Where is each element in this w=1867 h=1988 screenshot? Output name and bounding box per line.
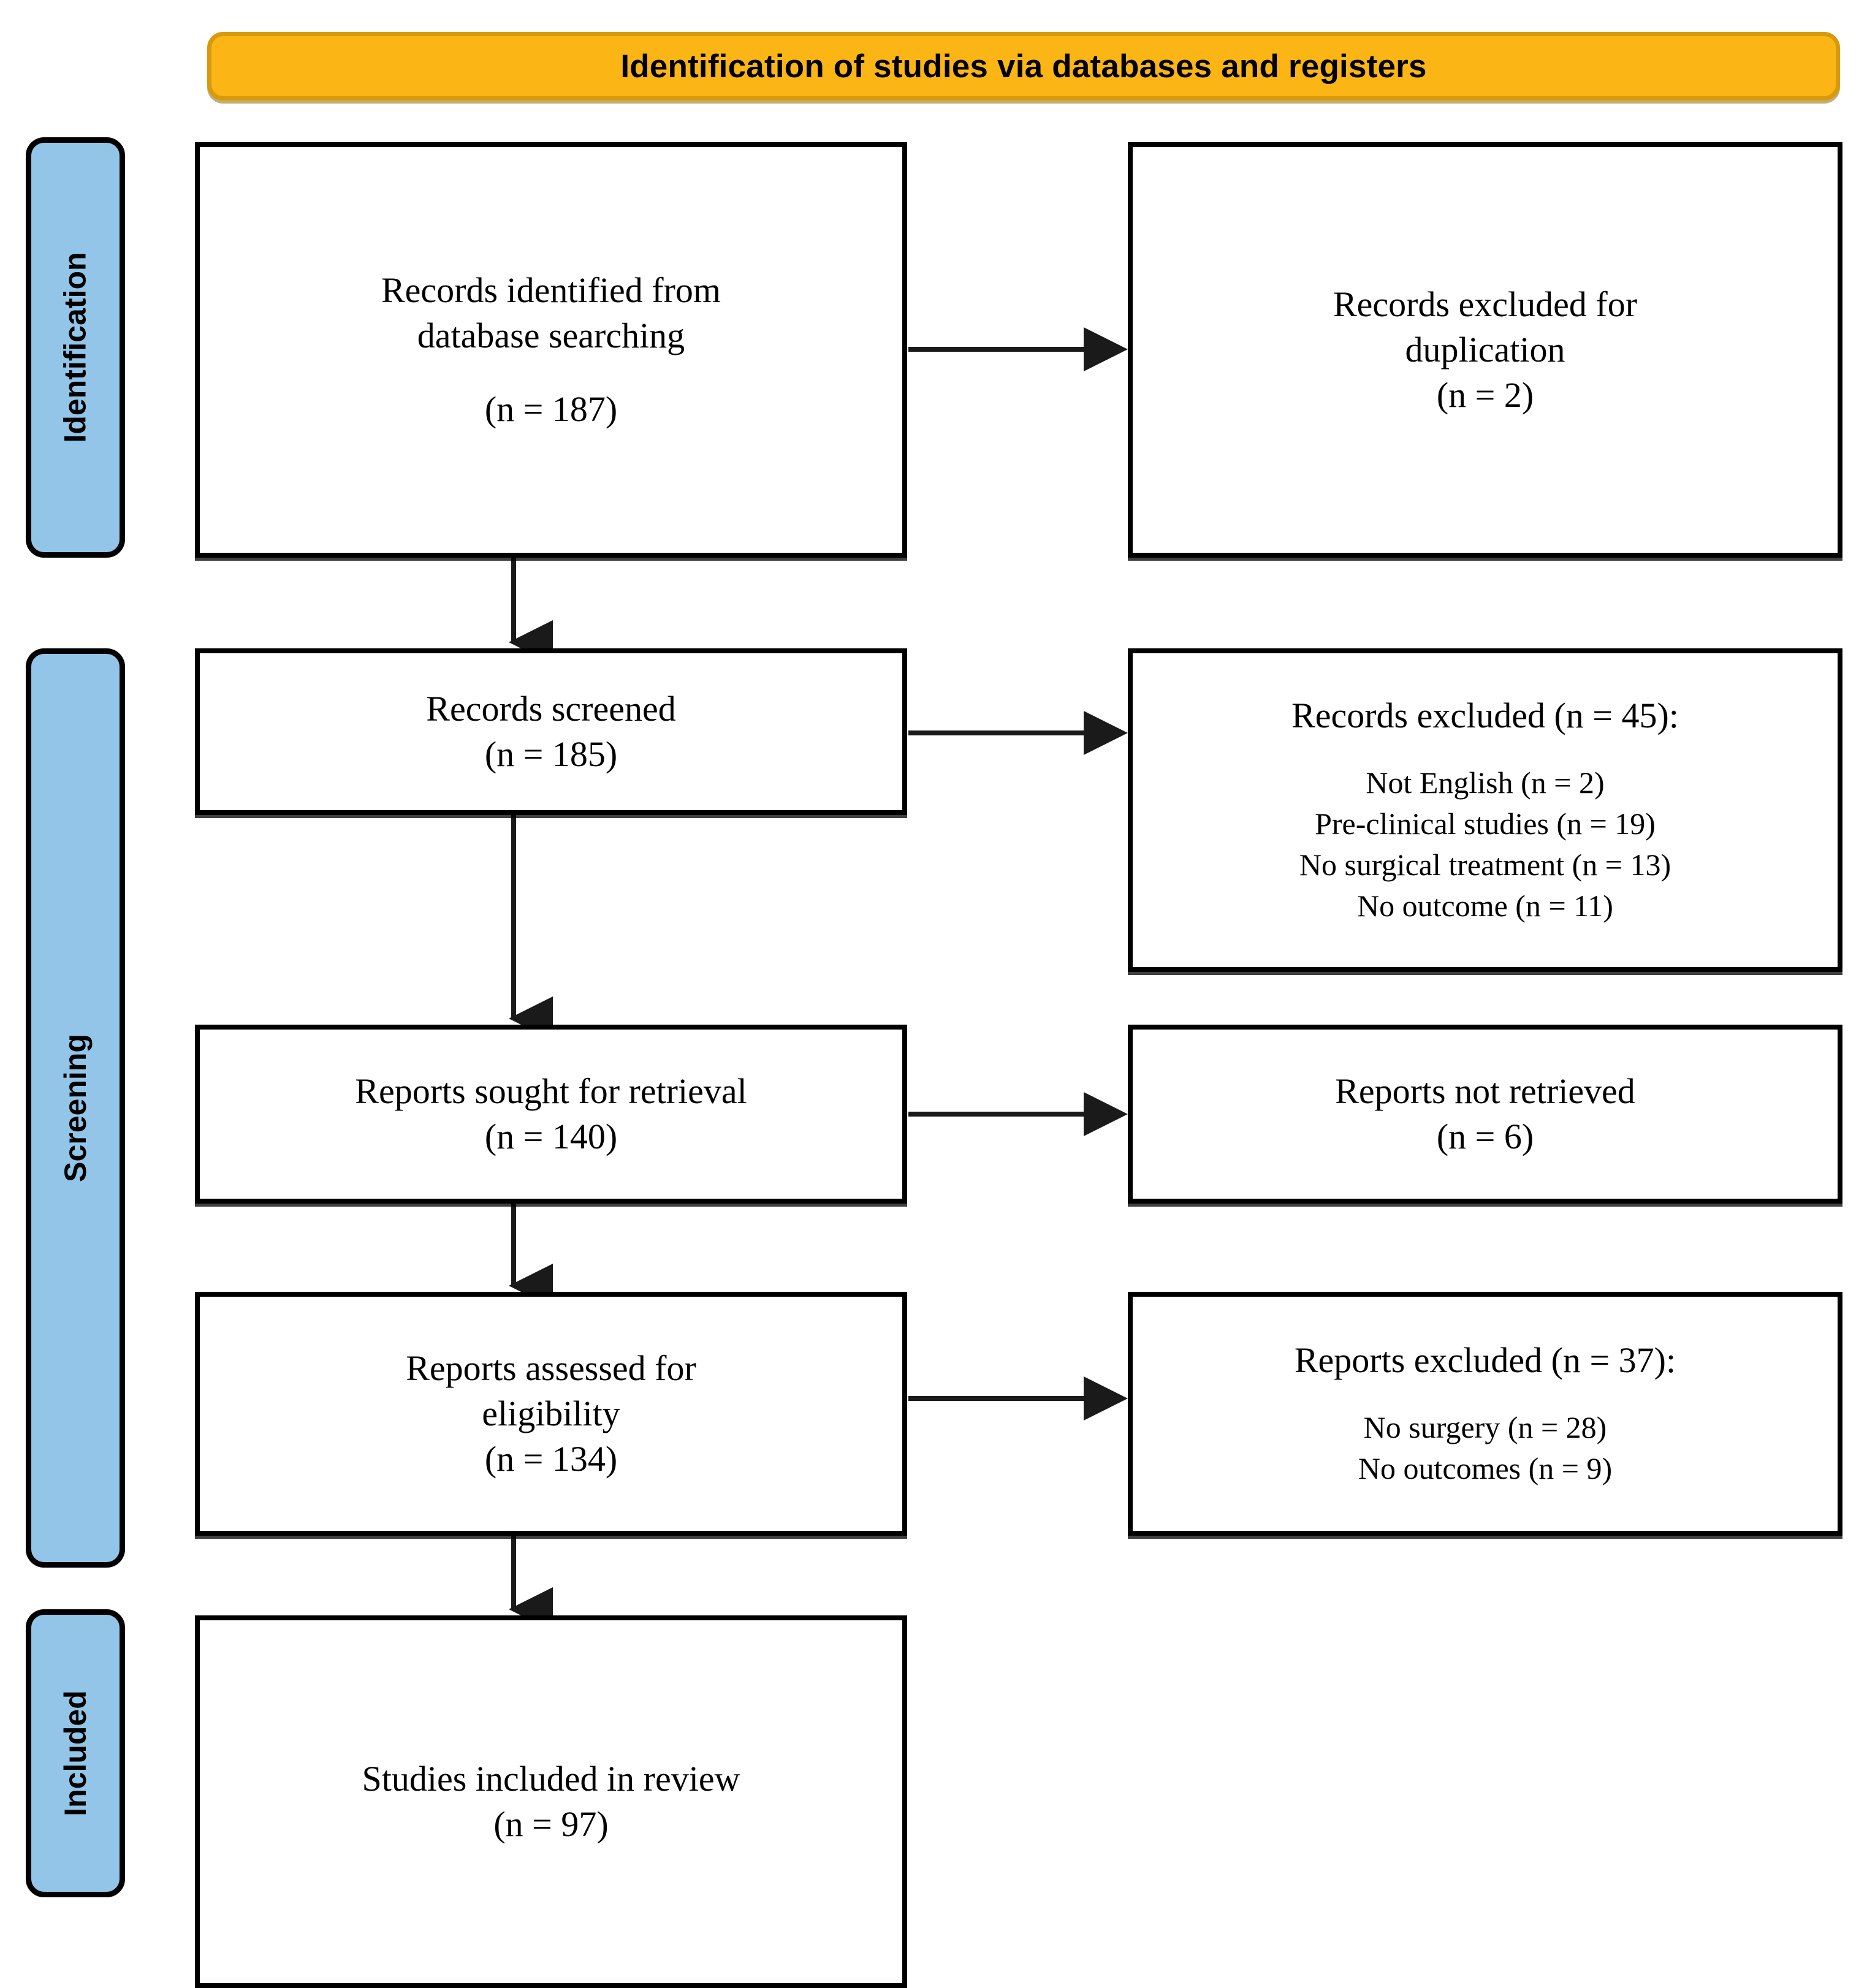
box-studies-included-line1: Studies included in review bbox=[362, 1758, 740, 1799]
box-reports-not-retrieved-line1: Reports not retrieved bbox=[1335, 1071, 1635, 1111]
box-reports-assessed-line1: Reports assessed for bbox=[406, 1348, 696, 1388]
reason-item: No surgery (n = 28) bbox=[1363, 1410, 1607, 1445]
box-reports-excluded: Reports excluded (n = 37): No surgery (n… bbox=[1128, 1292, 1842, 1536]
diagram-header-banner: Identification of studies via databases … bbox=[207, 32, 1840, 101]
box-studies-included-count: (n = 97) bbox=[493, 1804, 609, 1844]
box-records-screened-count: (n = 185) bbox=[484, 734, 618, 774]
box-reports-sought: Reports sought for retrieval (n = 140) bbox=[195, 1025, 907, 1204]
box-records-identified-line1: Records identified from bbox=[381, 270, 721, 310]
box-records-screened: Records screened (n = 185) bbox=[195, 648, 907, 815]
reason-item: Not English (n = 2) bbox=[1366, 765, 1605, 800]
box-records-excluded-duplication-line1: Records excluded for bbox=[1333, 284, 1638, 324]
reason-item: No surgical treatment (n = 13) bbox=[1299, 848, 1671, 882]
stage-label-included-text: Included bbox=[58, 1690, 93, 1816]
reason-item: No outcomes (n = 9) bbox=[1358, 1451, 1613, 1486]
box-reports-assessed: Reports assessed for eligibility (n = 13… bbox=[195, 1292, 907, 1536]
box-reports-sought-count: (n = 140) bbox=[484, 1117, 618, 1156]
stage-label-screening: Screening bbox=[26, 648, 125, 1568]
box-records-excluded-heading: Records excluded (n = 45): bbox=[1291, 695, 1679, 735]
box-reports-excluded-heading: Reports excluded (n = 37): bbox=[1294, 1340, 1676, 1380]
box-records-identified: Records identified from database searchi… bbox=[195, 142, 907, 558]
stage-label-included: Included bbox=[26, 1609, 125, 1897]
box-records-excluded-duplication: Records excluded for duplication (n = 2) bbox=[1128, 142, 1842, 558]
box-reports-assessed-count: (n = 134) bbox=[484, 1439, 618, 1479]
box-records-screened-line1: Records screened bbox=[426, 688, 676, 729]
box-records-excluded-reasons: Not English (n = 2) Pre-clinical studies… bbox=[1299, 762, 1671, 927]
diagram-title: Identification of studies via databases … bbox=[620, 48, 1427, 85]
box-records-excluded: Records excluded (n = 45): Not English (… bbox=[1128, 648, 1842, 972]
box-studies-included: Studies included in review (n = 97) bbox=[195, 1615, 907, 1988]
stage-label-identification: Identification bbox=[26, 137, 125, 558]
stage-label-screening-text: Screening bbox=[58, 1034, 93, 1182]
stage-label-identification-text: Identification bbox=[58, 252, 93, 443]
box-reports-assessed-line2: eligibility bbox=[482, 1393, 620, 1433]
reason-item: Pre-clinical studies (n = 19) bbox=[1315, 806, 1656, 841]
box-reports-not-retrieved-count: (n = 6) bbox=[1436, 1117, 1534, 1156]
box-reports-not-retrieved: Reports not retrieved (n = 6) bbox=[1128, 1025, 1842, 1204]
box-records-excluded-duplication-line2: duplication bbox=[1405, 329, 1565, 370]
reason-item: No outcome (n = 11) bbox=[1357, 889, 1613, 924]
prisma-flow-diagram: Identification of studies via databases … bbox=[26, 32, 1842, 1988]
box-records-excluded-duplication-count: (n = 2) bbox=[1436, 375, 1534, 415]
box-reports-sought-line1: Reports sought for retrieval bbox=[355, 1071, 747, 1111]
box-records-identified-line2: database searching bbox=[417, 315, 685, 355]
box-records-identified-count: (n = 187) bbox=[484, 389, 618, 430]
box-reports-excluded-reasons: No surgery (n = 28) No outcomes (n = 9) bbox=[1358, 1407, 1612, 1489]
